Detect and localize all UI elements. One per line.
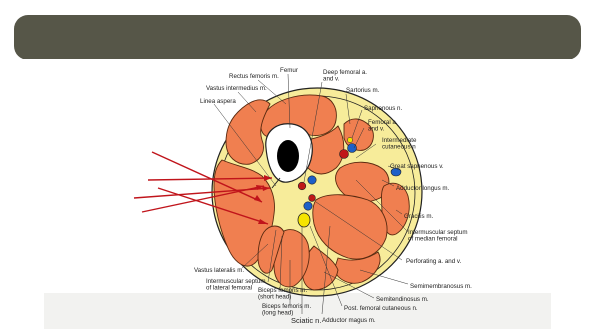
label-saphenous-n: Saphenous n. bbox=[364, 105, 402, 112]
label-femur: Femur bbox=[280, 67, 298, 74]
label-vastus-intermedius: Vastus intermedius m. bbox=[206, 85, 267, 92]
label-semimembranosus: Semimembranosus m. bbox=[410, 283, 472, 290]
label-adductor-magnus: Adductor magus m. bbox=[322, 317, 376, 324]
femoral-artery bbox=[340, 150, 349, 159]
label-biceps-long: Biceps femoris m.(long head) bbox=[262, 303, 311, 317]
label-sartorius: Sartorius m. bbox=[346, 87, 380, 94]
label-perforating: Perforating a. and v. bbox=[406, 258, 462, 265]
deep-femoral-vein bbox=[308, 176, 316, 184]
label-linea-aspera: Linea aspera bbox=[200, 98, 236, 105]
label-great-saphenous: Great saphenous v. bbox=[390, 163, 444, 170]
label-post-femoral-cutaneous: Post. femoral cutaneous n. bbox=[344, 305, 418, 312]
femoral-vein bbox=[348, 144, 357, 153]
sciatic-nerve bbox=[298, 213, 310, 227]
label-rectus-femoris: Rectus femoris m. bbox=[229, 73, 279, 80]
label-sciatic: Sciatic n. bbox=[291, 316, 321, 325]
femur-marrow bbox=[277, 140, 299, 172]
label-gracilis: Gracilis m. bbox=[404, 213, 433, 220]
label-biceps-short: Biceps femoris m.(short head) bbox=[258, 287, 307, 301]
perforating-artery bbox=[309, 195, 316, 202]
label-semitendinosus: Semitendinosus m. bbox=[376, 296, 429, 303]
label-deep-femoral: Deep femoral a.and v. bbox=[323, 69, 367, 83]
label-adductor-longus: Adductor longus m. bbox=[396, 185, 450, 192]
perforating-vein bbox=[304, 202, 312, 210]
label-vastus-lateralis: Vastus lateralis m. bbox=[194, 267, 244, 274]
deep-femoral-artery bbox=[298, 182, 306, 190]
saphenous-nerve bbox=[347, 137, 352, 142]
